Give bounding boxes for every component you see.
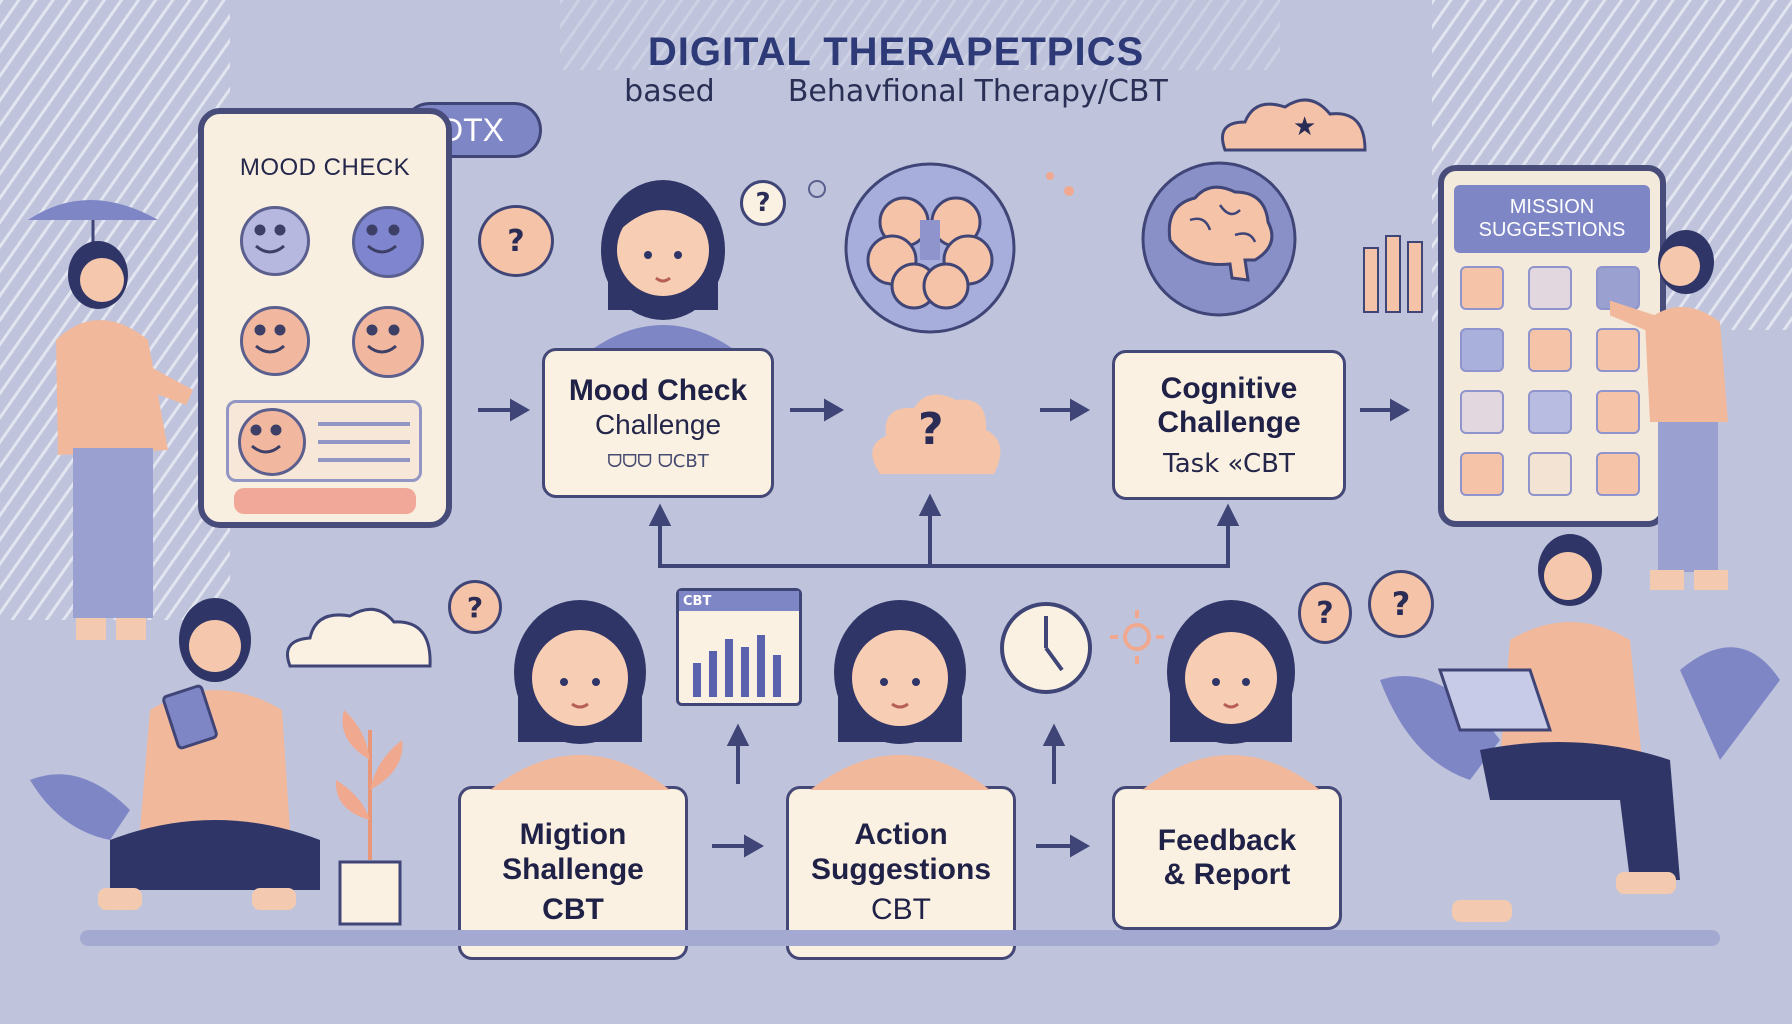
mission-tile[interactable] [1596, 452, 1640, 496]
card-line2: Suggestions [810, 852, 991, 886]
decor-dot [1046, 172, 1054, 180]
mood-check-challenge-card[interactable]: Mood Check Challenge ᗜᗜᗜ ᗜCBT [542, 348, 774, 498]
mood-check-phone[interactable]: MOOD CHECK [198, 108, 452, 528]
cloud-icon [286, 607, 432, 668]
smiley-icon[interactable] [352, 206, 424, 278]
brain-circle-icon [844, 162, 1016, 334]
star-icon: ★ [1293, 112, 1317, 142]
card-line1: Migtion [519, 818, 627, 852]
question-bubble-icon: ? [448, 580, 502, 634]
sun-icon [1110, 610, 1164, 664]
question-mark: ? [466, 590, 484, 624]
card-line2: & Report [1163, 858, 1291, 891]
girl-portrait-illustration [578, 180, 748, 360]
tablet-title-line2: SUGGESTIONS [1478, 219, 1626, 241]
mission-tile[interactable] [1460, 390, 1504, 434]
sitting-woman-with-laptop-illustration [1380, 534, 1780, 922]
question-cloud-mark: ? [918, 404, 944, 455]
text-line [318, 458, 410, 462]
bar-chart-window: CBT [676, 588, 802, 706]
question-bubble-icon: ? [478, 205, 554, 277]
decor-dot [1064, 186, 1074, 196]
bar-chart-icon [1363, 235, 1423, 313]
mission-tile[interactable] [1596, 328, 1640, 372]
mission-tile[interactable] [1528, 266, 1572, 310]
potted-plant-illustration [335, 710, 403, 926]
card-line3: CBT [871, 893, 931, 927]
card-line2: Challenge [594, 408, 722, 440]
question-mark: ? [1316, 595, 1334, 631]
ground [80, 930, 1720, 946]
mission-tile[interactable] [1460, 266, 1504, 310]
card-line2: Challenge [1157, 406, 1301, 439]
question-mark: ? [507, 223, 525, 259]
star-cloud-icon [1221, 98, 1367, 152]
page-subtitle: based Behavfional Therapy/CBT [0, 74, 1792, 109]
clock-icon [1000, 602, 1092, 694]
sitting-woman-with-tablet-illustration [30, 598, 320, 910]
subtitle-left: based [624, 74, 715, 109]
mission-grid [1460, 266, 1644, 506]
mission-tile[interactable] [1528, 328, 1572, 372]
card-line1: Feedback [1157, 823, 1297, 857]
cognitive-challenge-card[interactable]: Cognitive Challenge Task «CBT [1112, 350, 1346, 500]
text-line [318, 440, 410, 444]
smiley-icon[interactable] [240, 206, 310, 276]
mission-tile[interactable] [1596, 390, 1640, 434]
girl-portrait-illustration [1142, 600, 1320, 790]
card-line1: Mood Check [568, 374, 748, 408]
page-title: DIGITAL THERAPETPICS [647, 30, 1145, 74]
card-line1: Cognitive [1160, 371, 1298, 405]
mission-tile[interactable] [1528, 390, 1572, 434]
smiley-icon[interactable] [352, 306, 424, 378]
question-mark: ? [1391, 585, 1411, 623]
smiley-icon[interactable] [240, 306, 310, 376]
card-line3: CBT [542, 893, 604, 927]
mission-tile[interactable] [1596, 266, 1640, 310]
question-bubble-icon: ? [1298, 582, 1352, 644]
card-line1: Action [854, 818, 948, 852]
feedback-report-card[interactable]: Feedback & Report [1112, 786, 1342, 930]
chart-window-label: CBT [683, 593, 712, 609]
decor-dot [808, 180, 826, 198]
text-line [318, 422, 410, 426]
woman-with-umbrella-illustration [28, 200, 193, 640]
submit-button[interactable] [234, 488, 416, 514]
question-mark: ? [755, 188, 771, 218]
mission-tile[interactable] [1460, 452, 1504, 496]
question-bubble-icon: ? [740, 180, 786, 226]
tablet-header: MISSION SUGGESTIONS [1454, 185, 1650, 253]
chart-window-header: CBT [679, 591, 799, 611]
mission-tile[interactable] [1528, 452, 1572, 496]
girl-portrait-illustration [810, 600, 990, 790]
brain-icon [1141, 161, 1297, 317]
phone-title: MOOD CHECK [239, 154, 411, 181]
mini-bar-chart [693, 635, 781, 697]
smiley-icon[interactable] [238, 408, 306, 476]
card-line2: Shallenge [502, 852, 644, 886]
card-line3: ᗜᗜᗜ ᗜCBT [607, 450, 709, 472]
girl-portrait-illustration [490, 600, 670, 790]
question-cloud-icon [872, 394, 1001, 474]
mission-tile[interactable] [1460, 328, 1504, 372]
question-bubble-icon: ? [1368, 570, 1434, 638]
woman-pointing-illustration [1610, 230, 1728, 590]
card-line3: Task «CBT [1163, 448, 1295, 479]
subtitle-right: Behavfional Therapy/CBT [787, 74, 1168, 109]
tablet-title-line1: MISSION [1509, 196, 1595, 218]
